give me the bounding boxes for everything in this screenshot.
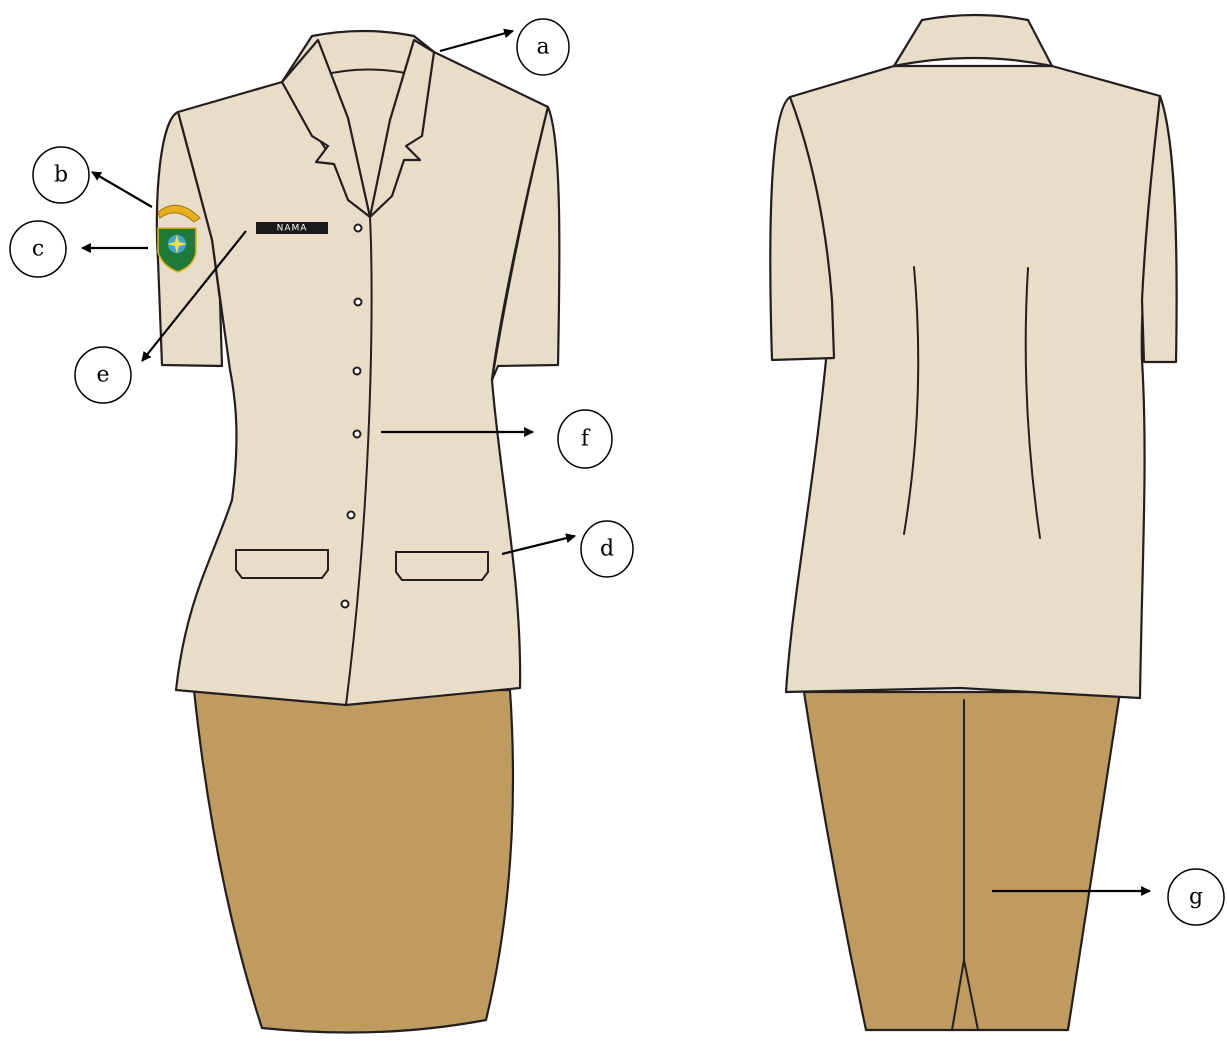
back-view [770,15,1176,1030]
button [342,601,349,608]
callout-text-b: b [54,163,68,188]
arrow-b [92,172,152,207]
callout-label-g: g [1168,869,1224,925]
button [354,431,361,438]
callout-label-c: c [10,221,66,277]
callout-text-e: e [96,363,109,388]
name-tag-text: NAMA [277,224,308,234]
callout-label-b: b [33,147,89,203]
callout-label-e: e [75,347,131,403]
callout-text-a: a [536,35,549,60]
left-pocket-flap [236,550,328,578]
back-shirt-body [786,66,1160,698]
back-collar [894,15,1052,66]
arrow-a [440,31,513,51]
right-pocket-flap [396,552,488,580]
front-view: NAMA [157,31,560,1033]
button [355,225,362,232]
callout-text-d: d [600,537,614,562]
back-skirt [804,692,1120,1030]
button [348,512,355,519]
callout-text-g: g [1189,885,1203,910]
button [355,299,362,306]
callout-label-f: f [558,410,612,468]
button [354,368,361,375]
front-skirt [194,690,513,1033]
arrow-d [502,536,575,554]
callout-text-c: c [32,237,44,262]
callout-label-a: a [517,19,569,75]
callout-label-d: d [581,521,633,577]
